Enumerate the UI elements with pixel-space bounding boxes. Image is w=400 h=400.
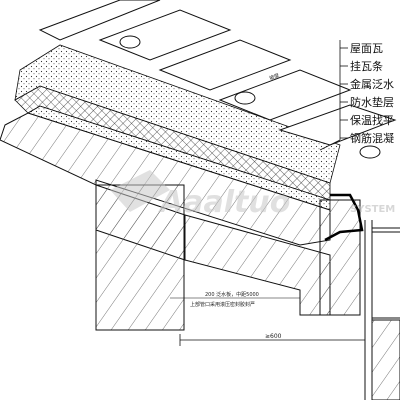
layer-label-1: 屋面瓦: [350, 42, 383, 55]
note-line-2: 上部管口采用滚压密封胶封严: [190, 301, 255, 308]
drip-edge-block: [371, 319, 400, 400]
metal-flashing: [324, 193, 364, 242]
tile-1: [38, 0, 161, 41]
slope-dimension: 坡度: [268, 72, 280, 82]
layer-labels: 屋面瓦 挂瓦条 金属泛水 防水垫层 保温找平 钢筋混凝: [350, 42, 394, 145]
note-block: 200 泛水板，中距5000 上部管口采用滚压密封胶封严: [170, 291, 300, 308]
batten-layer: [14, 44, 341, 184]
tile-4: [218, 69, 352, 121]
layer-label-4: 防水垫层: [350, 95, 394, 109]
tile-5: [278, 104, 397, 146]
wall-column-left: [95, 184, 185, 331]
layer-label-2: 挂瓦条: [350, 59, 383, 73]
tile-lug-2: [234, 91, 256, 105]
tile-lug-3: [359, 145, 381, 159]
roof-tiles: [38, 0, 397, 159]
watermark: Aaaltuo SYSTEM: [110, 170, 395, 220]
label-leader: [319, 40, 348, 151]
bottom-dimension: [179, 334, 366, 346]
layer-label-3: 金属泛水: [350, 77, 394, 91]
layer-label-5: 保温找平: [350, 113, 394, 127]
bottom-dimension-text: ≥600: [265, 333, 282, 340]
gutter-board: [319, 199, 361, 316]
layer-label-6: 钢筋混凝: [350, 131, 394, 145]
note-line-1: 200 泛水板，中距5000: [205, 291, 259, 298]
watermark-sub-text: SYSTEM: [350, 204, 395, 215]
tile-lug-1: [119, 35, 141, 49]
watermark-logo-text: Aaaltuo: [158, 185, 290, 220]
watermark-logo-icon: [110, 170, 170, 212]
tile-3: [158, 39, 292, 91]
